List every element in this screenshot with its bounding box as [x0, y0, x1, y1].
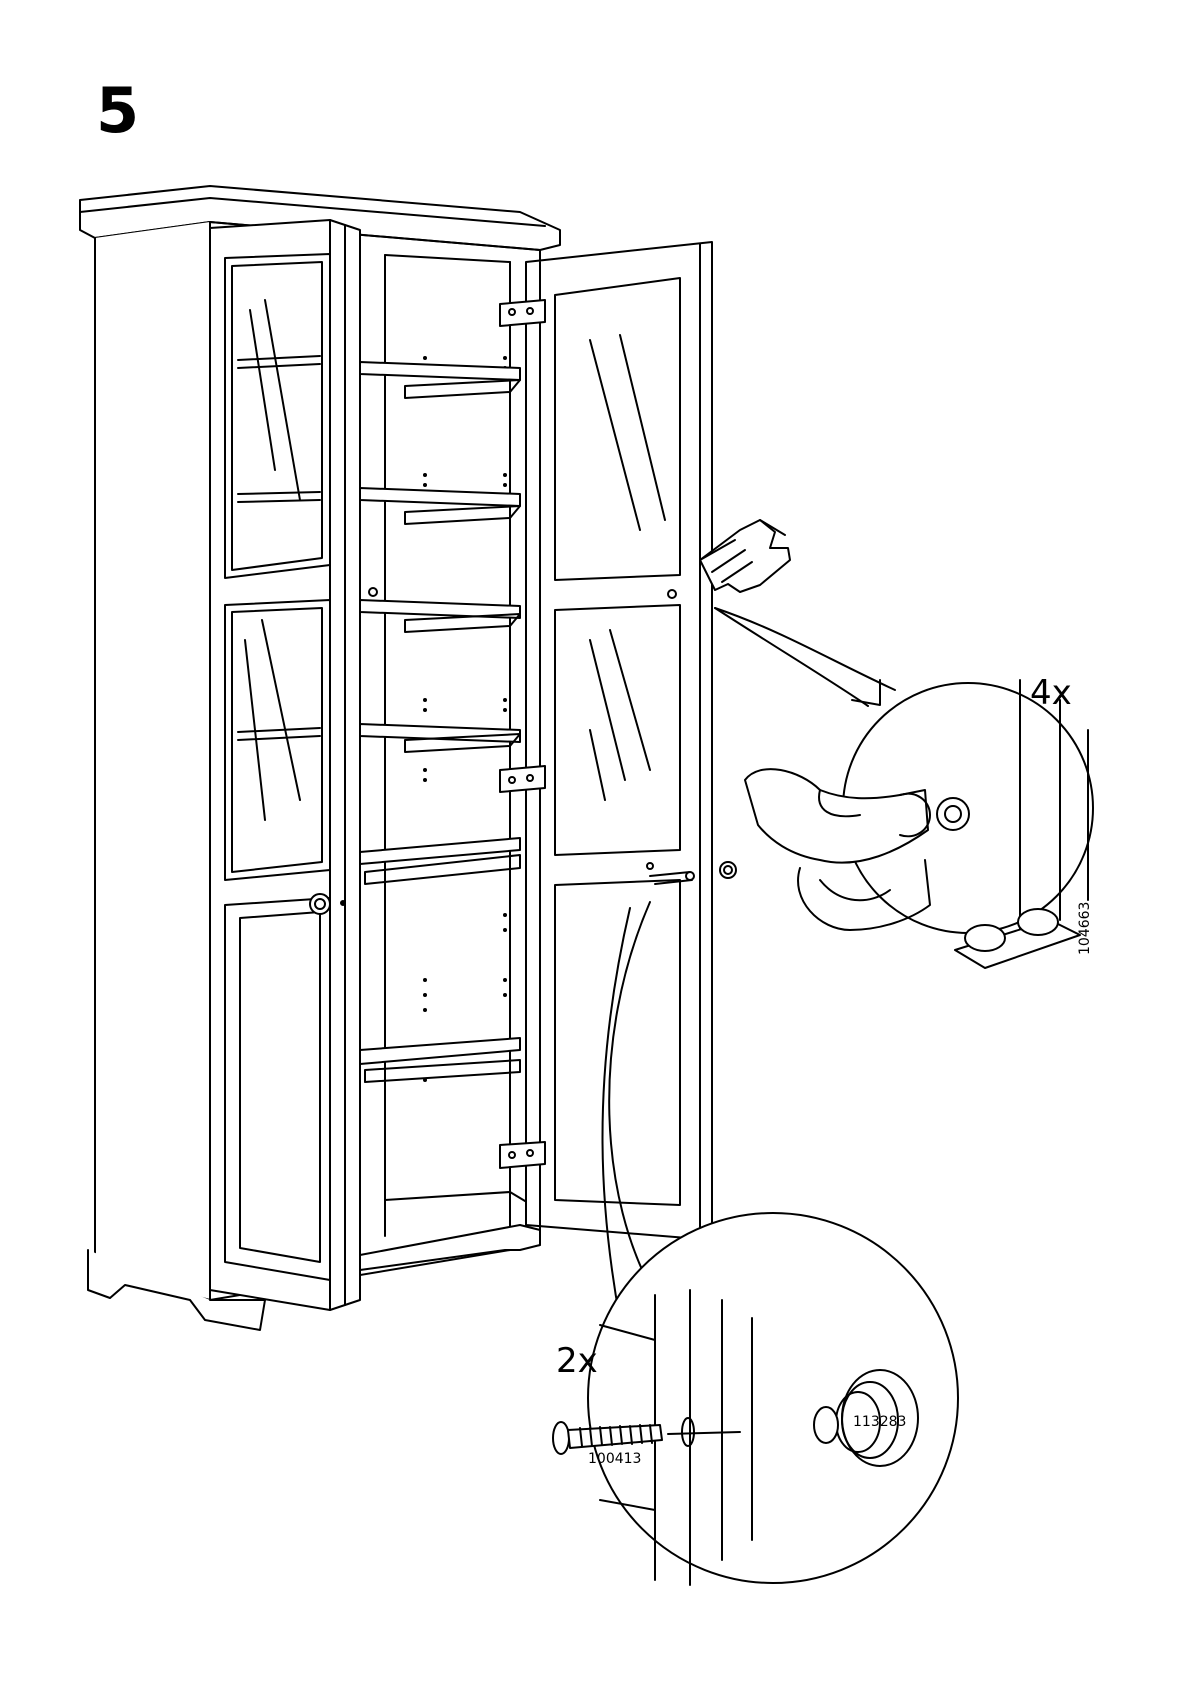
- right-door: [500, 242, 736, 1240]
- left-door: [210, 220, 377, 1310]
- screw-quantity: 2x: [556, 1344, 598, 1378]
- bumper-pad-icon: [937, 798, 969, 830]
- knob-icon: [310, 894, 330, 914]
- knob-part-number: 113283: [853, 1415, 906, 1429]
- shelf-pin-holes: [423, 356, 507, 1082]
- bumper-part-number: 104663: [1078, 902, 1092, 955]
- bumper-callout: [715, 608, 1093, 968]
- screw-part-number: 100413: [588, 1452, 641, 1466]
- bumper-quantity: 4x: [1030, 676, 1072, 710]
- step-number: 5: [96, 80, 139, 142]
- pointing-hand-icon: [700, 520, 790, 592]
